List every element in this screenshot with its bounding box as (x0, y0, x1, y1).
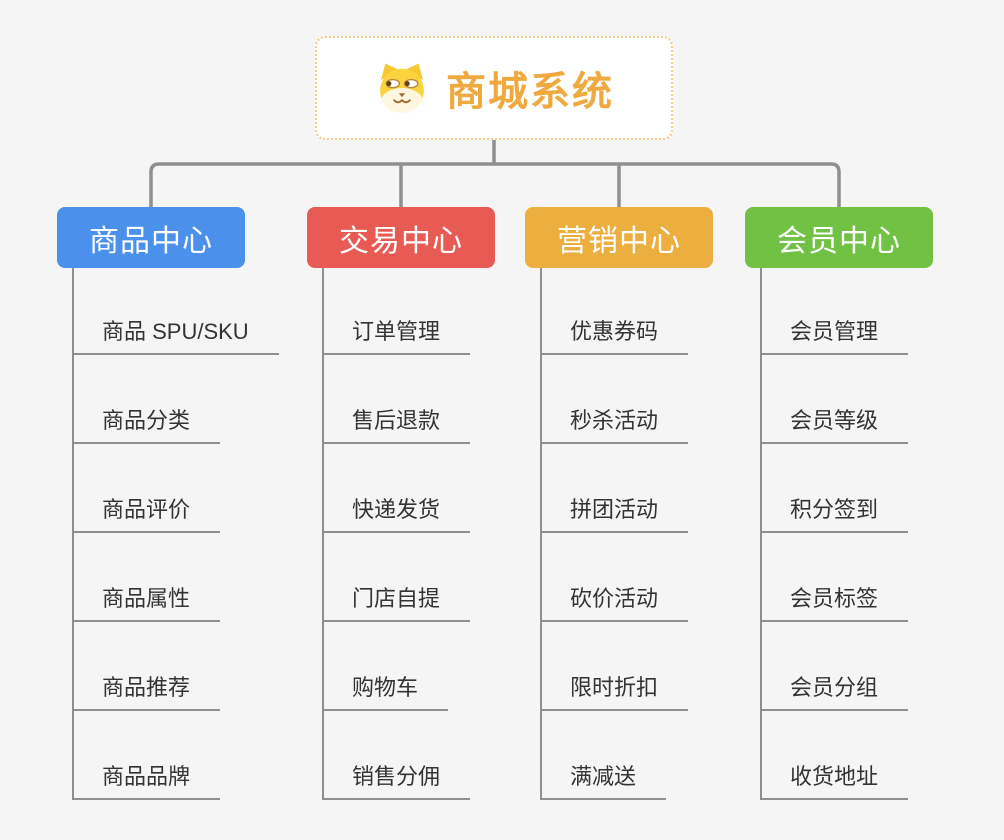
sub-topic[interactable]: 优惠券码 (540, 314, 689, 355)
sub-topic[interactable]: 砍价活动 (540, 581, 689, 622)
sub-topic[interactable]: 会员分组 (760, 670, 909, 711)
sub-topic[interactable]: 购物车 (322, 670, 449, 711)
dog-icon (380, 63, 424, 113)
sub-topic[interactable]: 商品品牌 (72, 759, 221, 800)
sub-topic[interactable]: 商品属性 (72, 581, 221, 622)
branch-topic-trade-center[interactable]: 交易中心 (307, 207, 495, 268)
branch-product-center: 商品中心 商品 SPU/SKU 商品分类 商品评价 商品属性 商品推荐 商品品牌 (57, 0, 317, 840)
branch-topic-marketing-center[interactable]: 营销中心 (525, 207, 713, 268)
sub-topic[interactable]: 门店自提 (322, 581, 471, 622)
branch-trade-center: 交易中心 订单管理 售后退款 快递发货 门店自提 购物车 销售分佣 (307, 0, 567, 840)
sub-topic[interactable]: 会员标签 (760, 581, 909, 622)
sub-topic[interactable]: 会员等级 (760, 403, 909, 444)
sub-topic[interactable]: 秒杀活动 (540, 403, 689, 444)
branch-topic-product-center[interactable]: 商品中心 (57, 207, 245, 268)
branch-trunk-line (760, 268, 762, 800)
branch-topic-member-center[interactable]: 会员中心 (745, 207, 933, 268)
sub-topic[interactable]: 商品评价 (72, 492, 221, 533)
sub-topic[interactable]: 拼团活动 (540, 492, 689, 533)
branch-trunk-line (322, 268, 324, 800)
branch-marketing-center: 营销中心 优惠券码 秒杀活动 拼团活动 砍价活动 限时折扣 满减送 (525, 0, 785, 840)
root-topic[interactable]: 商城系统 (315, 36, 673, 140)
sub-topic[interactable]: 订单管理 (322, 314, 471, 355)
sub-topic[interactable]: 满减送 (540, 759, 667, 800)
sub-topic[interactable]: 商品分类 (72, 403, 221, 444)
sub-topic[interactable]: 积分签到 (760, 492, 909, 533)
sub-topic[interactable]: 收货地址 (760, 759, 909, 800)
sub-topic[interactable]: 商品 SPU/SKU (72, 314, 279, 355)
sub-topic[interactable]: 售后退款 (322, 403, 471, 444)
sub-topic[interactable]: 快递发货 (322, 492, 471, 533)
sub-topic[interactable]: 会员管理 (760, 314, 909, 355)
sub-topic[interactable]: 销售分佣 (322, 759, 471, 800)
sub-topic[interactable]: 商品推荐 (72, 670, 221, 711)
branch-trunk-line (540, 268, 542, 800)
sub-topic[interactable]: 限时折扣 (540, 670, 689, 711)
root-topic-label: 商城系统 (446, 70, 614, 114)
branch-trunk-line (72, 268, 74, 800)
branch-member-center: 会员中心 会员管理 会员等级 积分签到 会员标签 会员分组 收货地址 (745, 0, 1004, 840)
